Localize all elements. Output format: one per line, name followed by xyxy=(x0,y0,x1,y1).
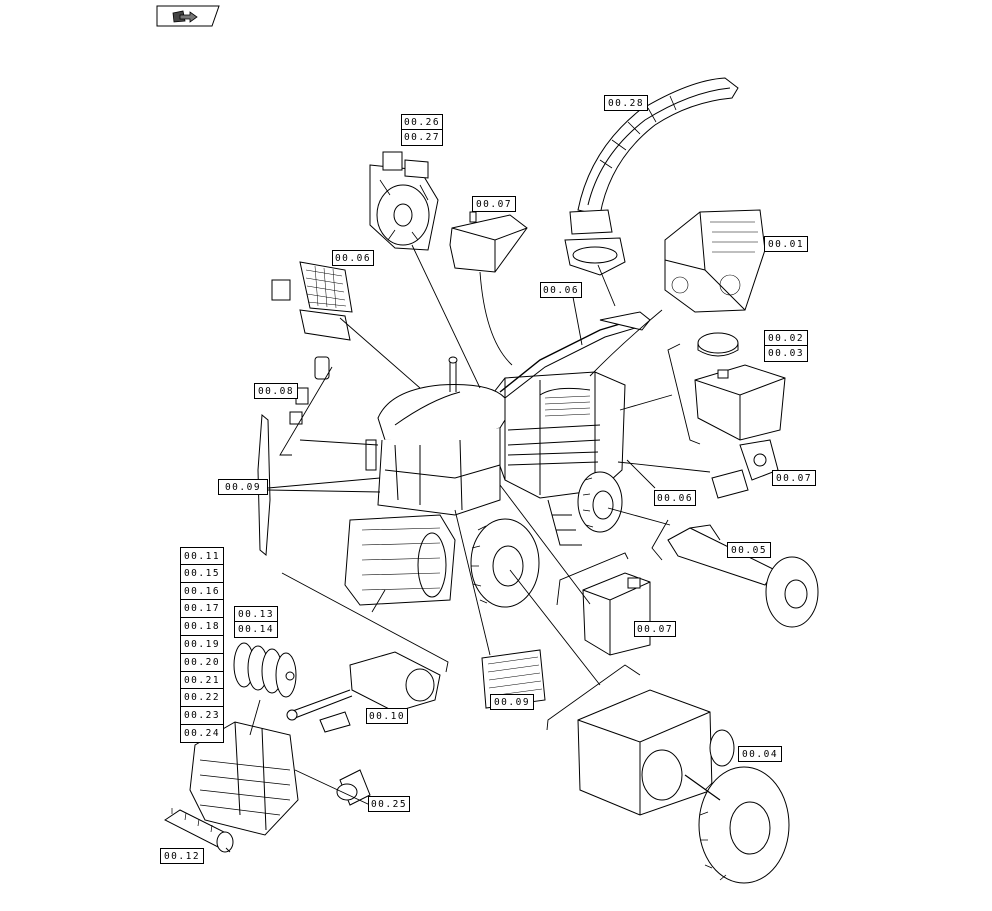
ref-label-00-16[interactable]: 00.16 xyxy=(180,582,224,601)
ref-label-00-08[interactable]: 00.08 xyxy=(254,383,298,399)
pump-drawing xyxy=(711,439,779,499)
ref-label-00-06-screen[interactable]: 00.06 xyxy=(332,250,374,266)
tank-drawing xyxy=(449,211,528,273)
blower-drawing xyxy=(369,151,439,251)
ref-label-00-18[interactable]: 00.18 xyxy=(180,618,224,636)
gearbox-drawing xyxy=(577,689,790,884)
ref-stack-knife-drum: 00.13 00.14 xyxy=(234,606,278,638)
nav-tab[interactable] xyxy=(156,5,220,27)
knife-drum-drawing xyxy=(233,642,297,698)
ref-label-00-14[interactable]: 00.14 xyxy=(234,622,278,638)
ref-label-00-13[interactable]: 00.13 xyxy=(234,606,278,622)
discharge-spout-drawing xyxy=(564,77,739,276)
hydraulic-block-drawing xyxy=(582,572,651,656)
ref-label-00-03[interactable]: 00.03 xyxy=(764,346,808,362)
ref-label-00-05[interactable]: 00.05 xyxy=(727,542,771,558)
ref-label-00-25[interactable]: 00.25 xyxy=(368,796,410,812)
roller-drawing xyxy=(164,808,234,853)
ref-label-00-17[interactable]: 00.17 xyxy=(180,600,224,619)
ref-label-00-23[interactable]: 00.23 xyxy=(180,707,224,725)
ref-label-00-12[interactable]: 00.12 xyxy=(160,848,204,864)
ref-label-00-10[interactable]: 00.10 xyxy=(366,708,408,724)
ref-label-00-20[interactable]: 00.20 xyxy=(180,653,224,672)
ref-label-00-02[interactable]: 00.02 xyxy=(764,330,808,346)
coupling-drawing xyxy=(336,769,371,806)
engine-drawing xyxy=(664,209,766,313)
ref-label-00-28[interactable]: 00.28 xyxy=(604,95,648,111)
ref-label-00-06-rear[interactable]: 00.06 xyxy=(654,490,696,506)
ref-label-00-27[interactable]: 00.27 xyxy=(401,130,443,146)
ref-label-00-24[interactable]: 00.24 xyxy=(180,724,224,743)
ref-label-00-11[interactable]: 00.11 xyxy=(180,547,224,565)
ref-label-00-04[interactable]: 00.04 xyxy=(738,746,782,762)
drive-drawing xyxy=(286,651,441,733)
ref-label-00-22[interactable]: 00.22 xyxy=(180,689,224,708)
fuel-tank-drawing xyxy=(694,332,786,441)
ref-label-00-26[interactable]: 00.26 xyxy=(401,114,443,130)
ref-stack-blower: 00.26 00.27 xyxy=(401,114,443,146)
screen-drawing xyxy=(271,261,353,341)
ref-label-00-07-hydraulic[interactable]: 00.07 xyxy=(634,621,676,637)
ref-label-00-07-tank[interactable]: 00.07 xyxy=(472,196,516,212)
ref-label-00-15[interactable]: 00.15 xyxy=(180,564,224,583)
ref-label-00-07-pump[interactable]: 00.07 xyxy=(772,470,816,486)
ref-label-00-09-cab[interactable]: 00.09 xyxy=(218,479,268,495)
plate-drawing xyxy=(481,649,546,709)
ref-label-00-21[interactable]: 00.21 xyxy=(180,671,224,690)
book-arrow-icon xyxy=(172,10,198,23)
rear-axle-drawing xyxy=(667,524,819,628)
ref-stack-fuel-tank: 00.02 00.03 xyxy=(764,330,808,362)
ref-label-00-01[interactable]: 00.01 xyxy=(764,236,808,252)
ref-label-00-09-plate[interactable]: 00.09 xyxy=(490,694,534,710)
ref-label-00-06-spout[interactable]: 00.06 xyxy=(540,282,582,298)
forage-harvester-body xyxy=(344,311,651,608)
ref-label-00-19[interactable]: 00.19 xyxy=(180,635,224,654)
feeder-unit-drawing xyxy=(189,721,299,836)
